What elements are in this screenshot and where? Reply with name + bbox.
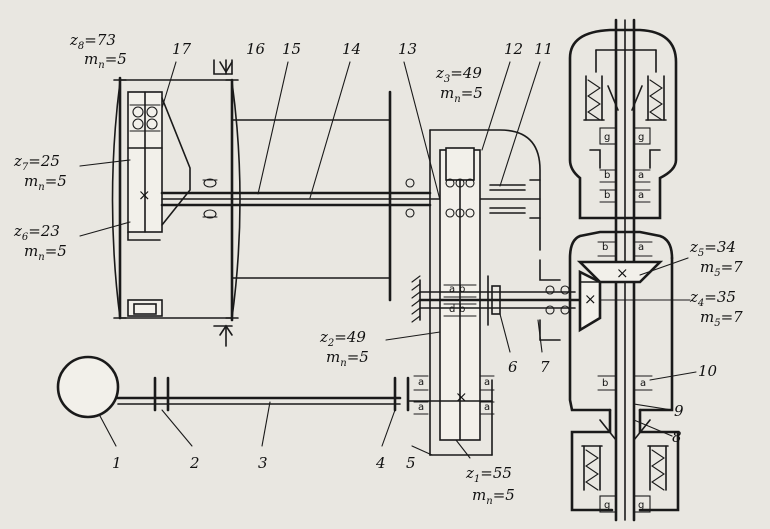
callout-16: 16 xyxy=(246,40,266,58)
svg-text:b: b xyxy=(459,284,465,295)
label-z3: z3=49 mn=5 xyxy=(435,64,483,105)
svg-text:z3=49: z3=49 xyxy=(435,64,482,85)
svg-text:b: b xyxy=(459,304,465,315)
load-arrows-16 xyxy=(213,59,233,347)
bearing-top-13 xyxy=(405,178,475,218)
leader-lines xyxy=(79,61,697,459)
callout-15: 15 xyxy=(282,40,301,58)
callout-8: 8 xyxy=(672,428,682,446)
callout-11: 11 xyxy=(534,40,553,58)
label-z8: z8=73 mn=5 xyxy=(69,31,127,71)
bearing-g-bottom: g g xyxy=(599,495,651,513)
callout-10: 10 xyxy=(698,362,718,380)
svg-text:z5=34: z5=34 xyxy=(689,238,736,259)
svg-text:mn=5: mn=5 xyxy=(472,486,515,507)
svg-text:a: a xyxy=(638,190,644,201)
svg-text:z1=55: z1=55 xyxy=(465,464,512,485)
callout-5: 5 xyxy=(406,454,416,472)
bearing-ba-upper: b a b a xyxy=(599,169,651,203)
svg-text:z4=35: z4=35 xyxy=(689,288,736,309)
svg-text:a: a xyxy=(449,284,455,295)
svg-text:z6=23: z6=23 xyxy=(13,222,60,243)
svg-text:d: d xyxy=(449,304,455,315)
label-z5: z5=34 m5=7 xyxy=(689,238,743,279)
svg-text:a: a xyxy=(484,402,490,413)
callout-6: 6 xyxy=(508,358,518,376)
callout-9: 9 xyxy=(674,402,684,420)
svg-text:z8=73: z8=73 xyxy=(69,31,116,52)
svg-text:b: b xyxy=(604,190,610,201)
svg-text:×: × xyxy=(455,388,468,406)
svg-text:g: g xyxy=(638,500,644,511)
bearing-left-upper xyxy=(129,104,161,132)
svg-text:×: × xyxy=(584,290,597,308)
svg-text:a: a xyxy=(484,377,490,388)
svg-text:a: a xyxy=(638,170,644,181)
callout-2: 2 xyxy=(189,454,200,472)
svg-text:m5=7: m5=7 xyxy=(700,308,743,329)
left-gear-housing: × xyxy=(111,76,241,322)
svg-text:×: × xyxy=(616,264,629,282)
callout-14: 14 xyxy=(342,40,361,58)
callout-13: 13 xyxy=(398,40,417,58)
label-z6: z6=23 mn=5 xyxy=(13,222,67,263)
svg-text:a: a xyxy=(418,377,424,388)
callout-12: 12 xyxy=(504,40,523,58)
svg-text:b: b xyxy=(602,242,608,253)
label-z2: z2=49 mn=5 xyxy=(319,328,369,369)
svg-text:g: g xyxy=(604,132,610,143)
svg-text:×: × xyxy=(138,186,151,204)
callout-3: 3 xyxy=(258,454,268,472)
svg-text:mn=5: mn=5 xyxy=(440,84,483,105)
svg-text:mn=5: mn=5 xyxy=(326,348,369,369)
label-z4: z4=35 m5=7 xyxy=(689,288,743,329)
input-drive xyxy=(56,355,493,419)
svg-text:a: a xyxy=(638,242,644,253)
bearing-lower-z1: a a a a xyxy=(413,375,495,415)
bevel-gear-z4 xyxy=(578,269,602,333)
svg-text:mn=5: mn=5 xyxy=(24,172,67,193)
svg-text:m5=7: m5=7 xyxy=(700,258,743,279)
svg-text:z2=49: z2=49 xyxy=(319,328,366,349)
svg-text:mn=5: mn=5 xyxy=(24,242,67,263)
svg-text:b: b xyxy=(604,170,610,181)
callout-4: 4 xyxy=(375,454,386,472)
long-shaft-15 xyxy=(160,90,541,302)
motor-1 xyxy=(56,355,120,419)
callout-1: 1 xyxy=(112,454,122,472)
svg-text:mn=5: mn=5 xyxy=(84,50,127,71)
svg-text:b: b xyxy=(602,378,608,389)
label-z7: z7=25 mn=5 xyxy=(13,152,67,193)
callout-17: 17 xyxy=(172,40,192,58)
svg-text:g: g xyxy=(638,132,644,143)
label-z1: z1=55 mn=5 xyxy=(465,464,515,507)
svg-text:a: a xyxy=(418,402,424,413)
callout-numbers: 1 2 3 4 5 6 7 8 9 10 11 12 13 14 15 16 1… xyxy=(112,40,718,472)
svg-text:a: a xyxy=(640,378,646,389)
svg-text:g: g xyxy=(604,500,610,511)
svg-text:z7=25: z7=25 xyxy=(13,152,60,173)
callout-7: 7 xyxy=(540,358,550,376)
bevel-gear-z5 xyxy=(576,260,664,284)
